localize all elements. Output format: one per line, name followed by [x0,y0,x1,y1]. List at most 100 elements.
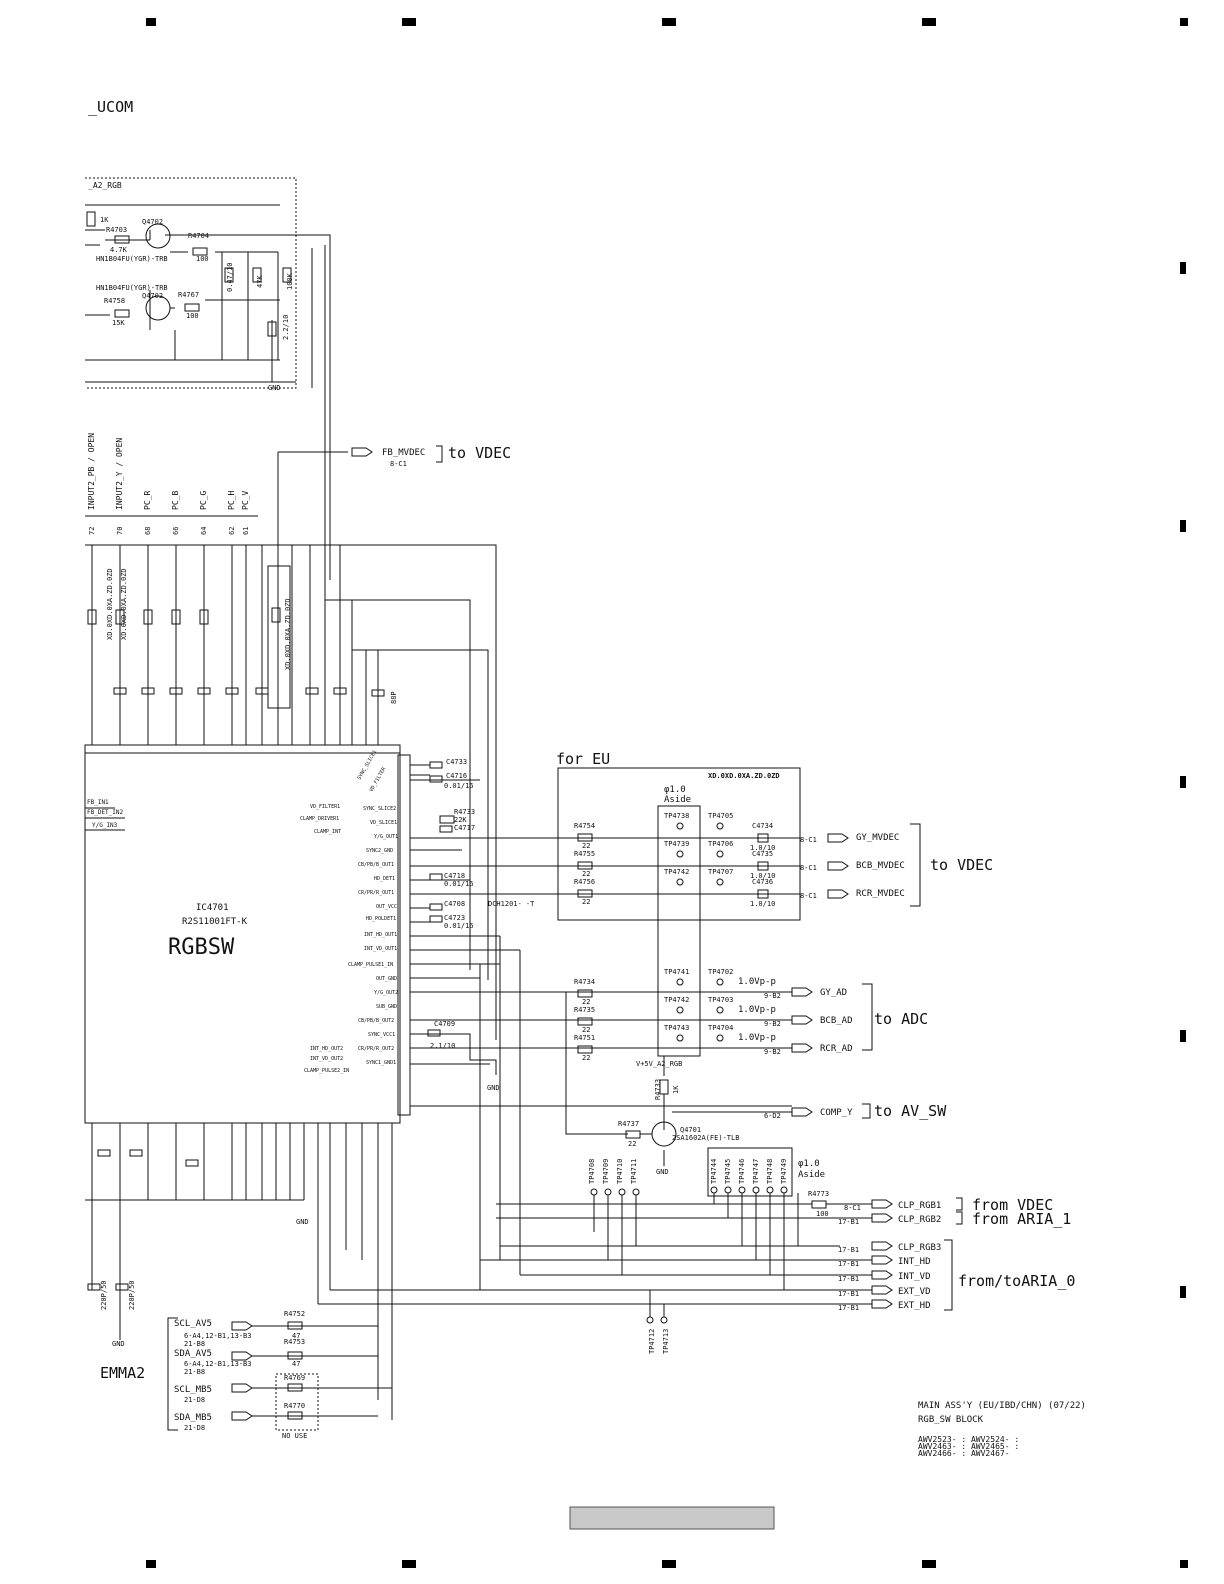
ic4701-part: R2S11001FT-K [182,917,248,927]
tp4748: TP4748 [766,1159,774,1184]
c4734: C4734 [752,822,773,830]
pin-clamp-driver1: CLAMP_DRIVER1 [300,816,339,822]
pin-yg-out1: Y/G_OUT1 [374,834,398,840]
tp4744: TP4744 [710,1159,718,1184]
r4773: R4773 [808,1190,829,1198]
variant-note-1: XD.0XD.0XA.ZD.0ZD [106,568,114,640]
r4737: R4737 [618,1120,639,1128]
pin-cr-out1: CR/PR/R_OUT1 [358,890,394,896]
aria-ref-3: 17-B1 [838,1275,859,1283]
ext-vd: EXT_VD [898,1287,931,1297]
cap-88p: 88P [390,691,398,704]
r4735: R4735 [574,1006,595,1014]
phi-eu: φ1.0 [664,785,686,795]
r4758-value: 15K [112,319,125,327]
for-eu-variants: XD.0XD.0XA.ZD.0ZD [708,772,780,780]
int-vd: INT_VD [898,1272,931,1282]
left-pin-yg-in3: Y/G_IN3 [92,822,118,829]
r4770: R4770 [284,1402,305,1410]
fb-mvdec-dest: to VDEC [448,444,511,462]
tp4742-eu: TP4742 [664,868,689,876]
tp4708: TP4708 [588,1159,596,1184]
r4769: R4769 [284,1374,305,1382]
sda-mb5-ref: 21-D8 [184,1424,205,1432]
r4733-label: R4733 [454,808,475,816]
input-labels: INPUT2_PB / OPEN INPUT2_Y / OPEN PC_R PC… [85,433,292,709]
r4751-val: 22 [582,1054,590,1062]
fb-mvdec-signal: FB_MVDEC 8-C1 to VDEC [277,444,511,580]
rcr-mvdec: RCR_MVDEC [856,889,905,899]
r47k-value: 47K [256,275,264,288]
c4730-value: 2.2/10 [282,315,290,340]
footer-title: MAIN ASS'Y (EU/IBD/CHN) (07/22) [918,1401,1086,1411]
pin-72: 72 [88,527,96,535]
tp4738: TP4738 [664,812,689,820]
pin-clamp-pulse2: CLAMP_PULSE2_IN [304,1068,349,1074]
scl-mb5: SCL_MB5 [174,1385,212,1395]
pin-62: 62 [228,527,236,535]
r4767-value: 100 [186,312,199,320]
c4723-label: C4723 [444,914,465,922]
r4755-val: 22 [582,870,590,878]
cap-220p-2: 220P/50 [128,1280,136,1310]
c4736: C4736 [752,878,773,886]
fb-mvdec-name: FB_MVDEC [382,448,425,458]
tp-bottom: TP4708 TP4709 TP4710 TP4711 TP4744 TP474… [588,1147,840,1290]
c4718-label: C4718 [444,872,465,880]
ic-right-pins: SYNC_SLICE1 VD_FILTER SYNC_SLICE2 VD_SLI… [300,749,398,1074]
pc-g: PC_G [199,491,208,510]
tp4712: TP4712 [648,1329,656,1354]
c4736-val: 1.0/10 [750,900,775,908]
tp4711: TP4711 [630,1159,638,1184]
r4756-val: 22 [582,898,590,906]
phi-right: φ1.0 [798,1159,820,1169]
gnd-ic-right: GND [487,1084,500,1092]
rcr-ad: RCR_AD [820,1044,853,1054]
left-pin-fb-in1: FB_IN1 [87,799,109,806]
r4735-val: 22 [582,1026,590,1034]
tp4705: TP4705 [708,812,733,820]
for-eu-label: for EU [556,750,610,768]
r4736: R4733 [654,1079,662,1100]
pin-61: 61 [242,527,250,535]
lower-left: 220P/50 220P/50 GND GND EMMA2 [85,1122,400,1420]
adc-ref-2: 9-B2 [764,1020,781,1028]
tp4746: TP4746 [738,1159,746,1184]
clp-rgb1: CLP_RGB1 [898,1201,941,1211]
c4724-value: 0.47/10 [226,262,234,292]
variant-note-2: XD.0XD.0XA.ZD.0ZD [120,568,128,640]
tp4739: TP4739 [664,840,689,848]
gy-ad: GY_AD [820,988,847,998]
aria-ref-2: 17-B1 [838,1260,859,1268]
gnd-a2: GND [268,384,281,392]
pc-v: PC_V [241,491,250,510]
pin-clamp-pulse1: CLAMP_PULSE1_IN [348,962,393,968]
c4735: C4735 [752,850,773,858]
r4753: R4753 [284,1338,305,1346]
pc-r: PC_R [143,491,152,510]
for-eu-block: for EU XD.0XD.0XA.ZD.0ZD φ1.0 Aside TP47… [556,750,801,1057]
c4723-value: 0.01/16 [444,922,474,930]
pin-sync-slice2: SYNC_SLICE2 [363,806,396,812]
dch1201: DCH1201- -T [488,900,535,908]
gy-mvdec: GY_MVDEC [856,833,899,843]
r4703-value: 4.7K [110,246,128,254]
tp4741: TP4741 [664,968,689,976]
tp4745: TP4745 [724,1159,732,1184]
page-number-bar [569,1506,775,1530]
c4716-label: C4716 [446,772,467,780]
r4751: R4751 [574,1034,595,1042]
aside-eu: Aside [664,795,691,805]
pin-yg-out2: Y/G_OUT2 [374,990,398,996]
clp-rgb3: CLP_RGB3 [898,1243,941,1253]
input2-pb: INPUT2_PB / OPEN [87,433,96,510]
input-wires: 88P [85,544,497,1040]
pin-sub-gnd: SUB_GND [376,1004,397,1010]
tp4749: TP4749 [780,1159,788,1184]
comp-y-ref: 6-D2 [764,1112,781,1120]
q4701-part: 2SA1602A(FE)-TLB [672,1134,739,1142]
r4703-label: R4703 [106,226,127,234]
q4701: Q4701 [680,1126,701,1134]
gnd-ll-2: GND [296,1218,309,1226]
